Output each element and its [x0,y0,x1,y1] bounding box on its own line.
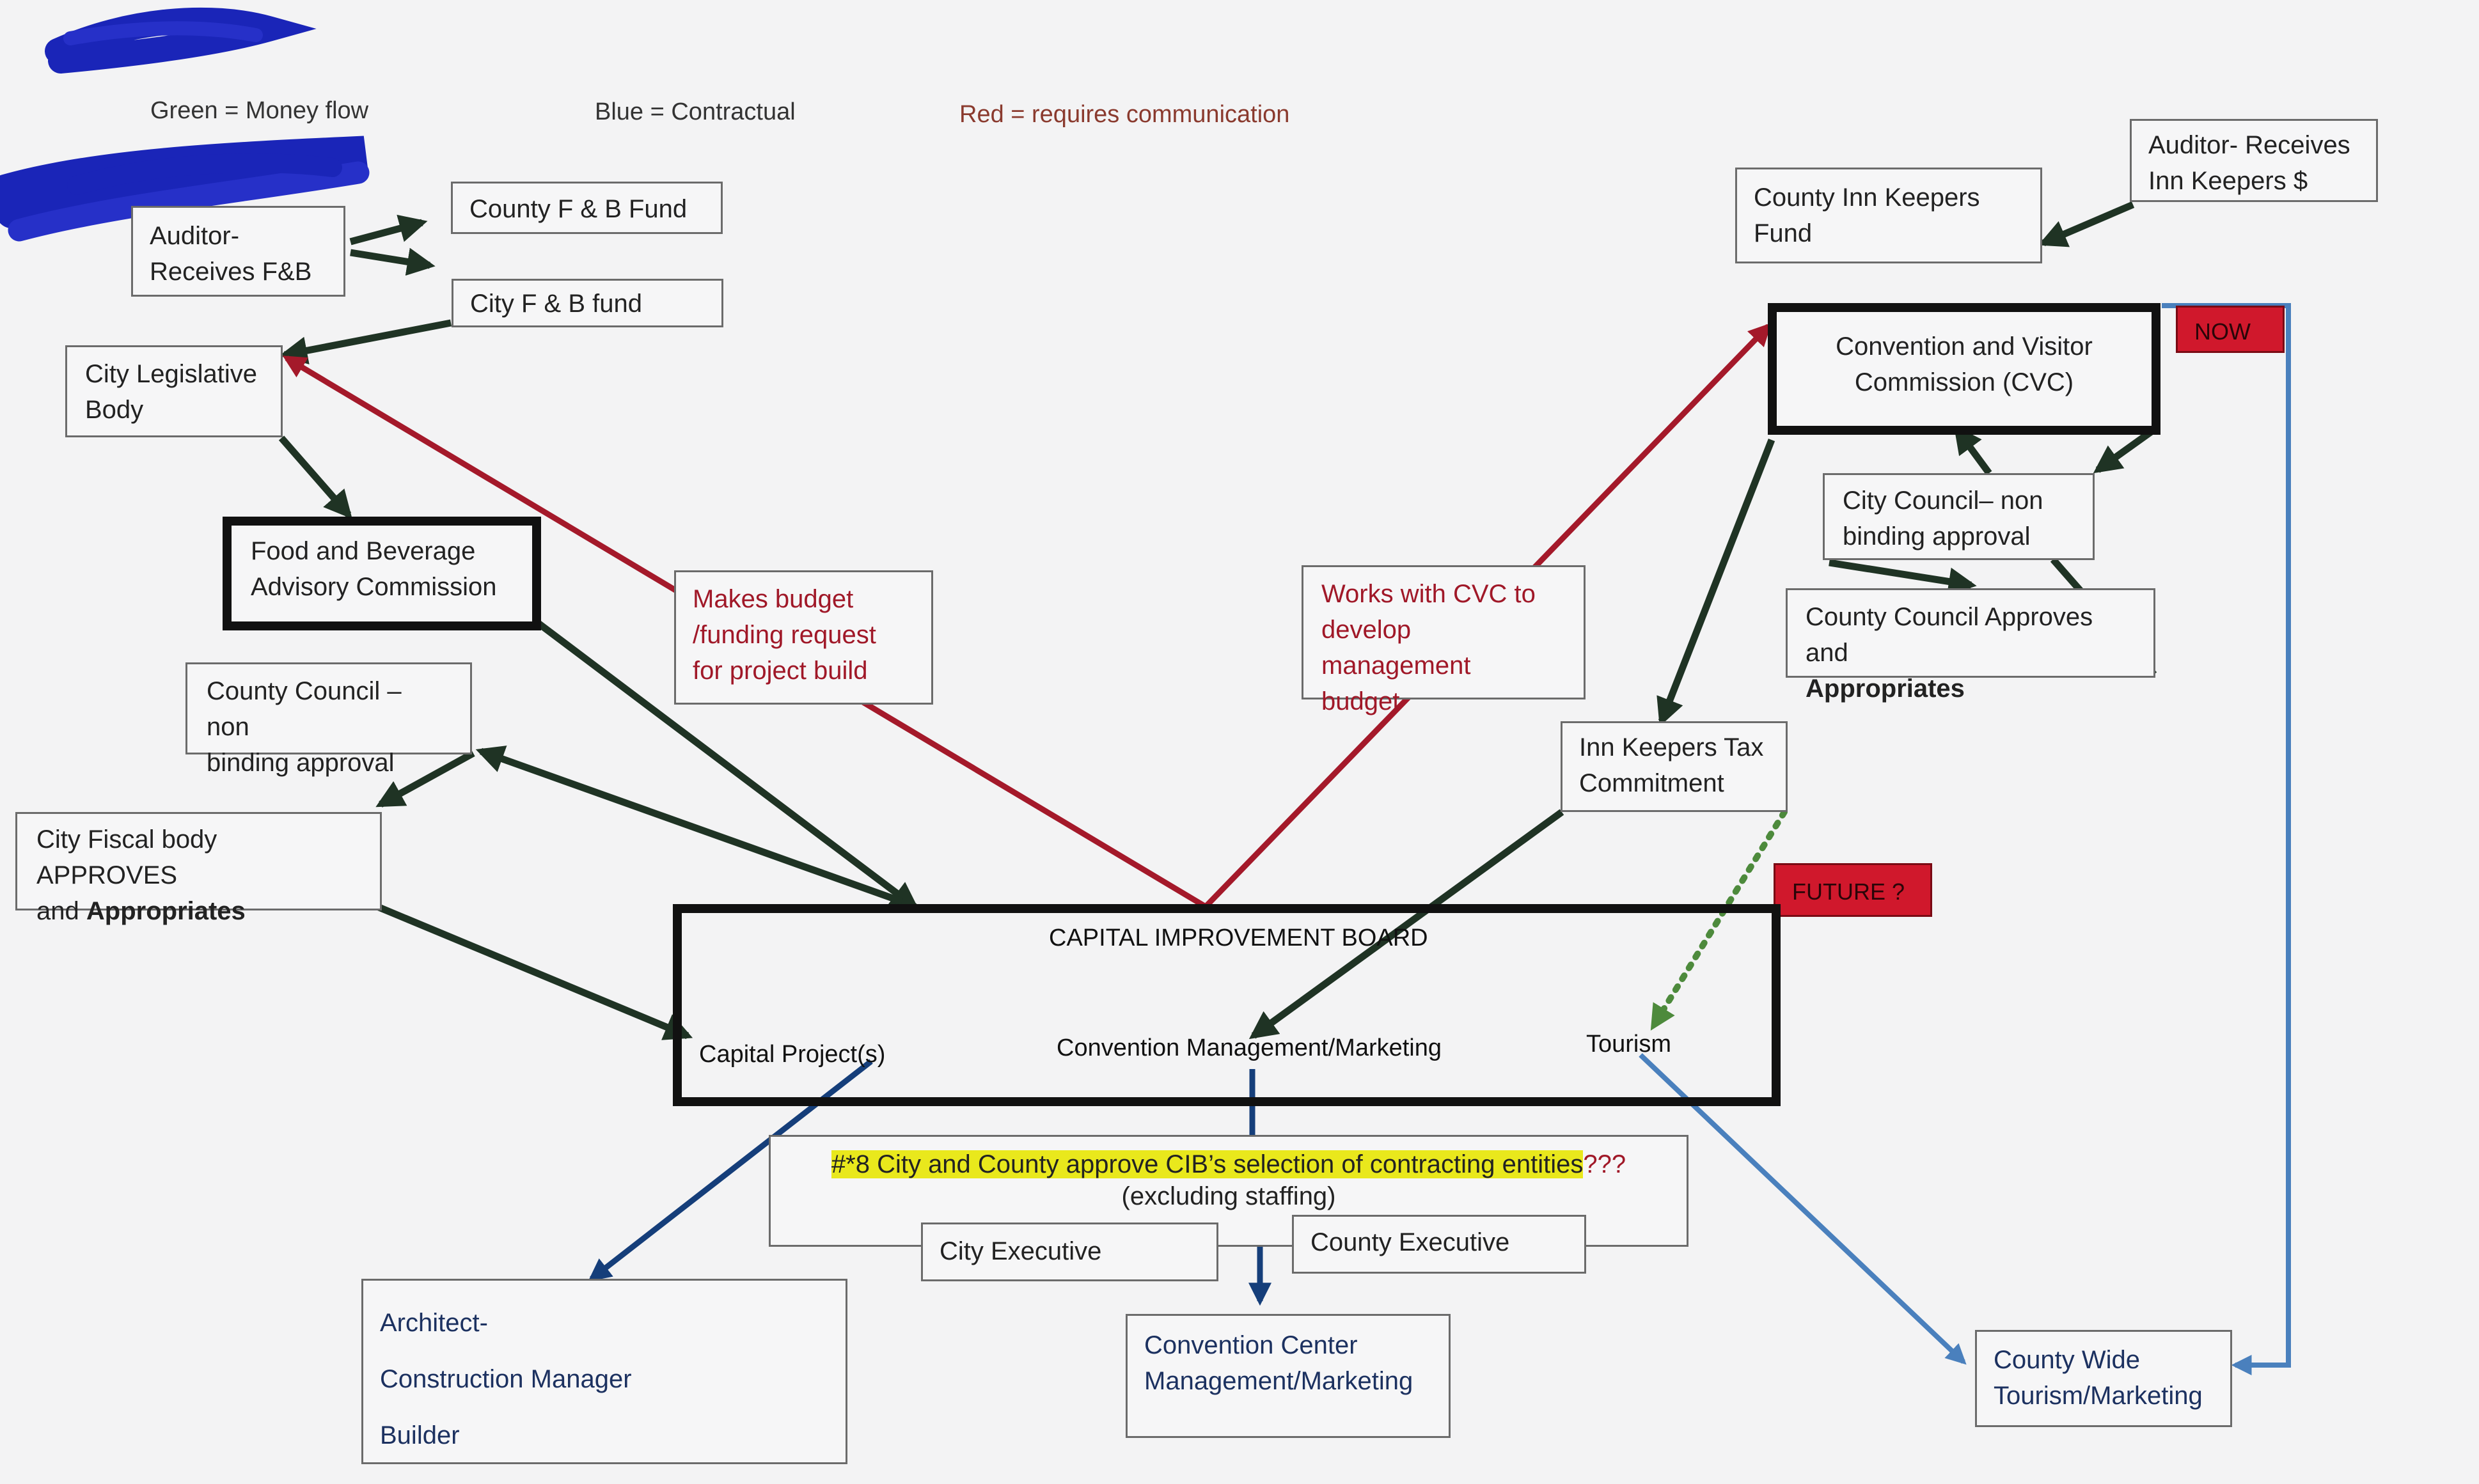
cib-tourism: Tourism [1586,1031,1672,1058]
works-cvc-line-3: budget [1321,687,1400,715]
county-innkeepers-line-2: Fund [1754,219,1813,247]
approve-highlight-text: #*8 City and County approve CIB’s select… [831,1150,1584,1178]
county-council-left-line-2: binding approval [207,749,395,777]
county-fb-fund-node: County F & B Fund [451,182,723,234]
fb-advisory-line-2: Advisory Commission [251,573,497,601]
city-legislative-line-1: City Legislative [85,360,258,388]
cvc-node: Convention and Visitor Commission (CVC) [1768,303,2160,435]
county-council-left-line-1: County Council – non [207,677,402,741]
city-council-right-node: City Council– non binding approval [1823,473,2095,560]
auditor-innkeepers-line-2: Inn Keepers $ [2148,167,2308,195]
city-legislative-node: City Legislative Body [65,345,283,437]
auditor-fb-line-2: Receives F&B [150,258,312,286]
county-wide-tourism-node: County Wide Tourism/Marketing [1975,1330,2232,1427]
future-tag: FUTURE ? [1774,863,1932,917]
innkeepers-tax-node: Inn Keepers Tax Commitment [1561,721,1788,812]
legend-money-flow: Green = Money flow [150,97,369,124]
convention-center-line-1: Convention Center [1144,1331,1358,1359]
county-council-left-node: County Council – non binding approval [185,662,472,777]
arrow-auditor-innkeepers-to-fund [2038,201,2135,247]
arrow-tourism-to-countywide [1639,1053,1967,1365]
innkeepers-tax-line-1: Inn Keepers Tax [1579,733,1764,762]
arrow-auditor-to-city-fund [350,247,436,276]
city-fiscal-line-2b: Appropriates [86,897,246,925]
approve-subtext: (excluding staffing) [1121,1182,1336,1210]
county-executive-node: County Executive [1292,1215,1586,1274]
arrow-cib-to-countycouncil [475,746,903,905]
county-council-right-line-2: Appropriates [1806,675,1965,703]
makes-budget-line-2: /funding request [693,621,876,649]
arrow-cityfund-to-legislative [279,319,452,364]
legend-communication: Red = requires communication [959,101,1290,128]
architect-line-2: Construction Manager [380,1365,632,1393]
arrow-fiscal-to-capital [375,903,693,1040]
redaction-scribble-top [45,7,317,74]
architect-node: Architect- Construction Manager Builder [361,1279,847,1464]
auditor-innkeepers-line-1: Auditor- Receives [2148,131,2350,159]
fb-advisory-line-1: Food and Beverage [251,537,476,565]
now-tag: NOW [2176,306,2285,353]
cib-capital-projects: Capital Project(s) [699,1041,886,1068]
county-innkeepers-fund-node: County Inn Keepers Fund [1735,168,2042,263]
county-innkeepers-line-1: County Inn Keepers [1754,184,1980,212]
arrow-cvc-to-countywide [2162,303,2291,1375]
county-council-right-node: County Council Approves and Appropriates [1786,588,2155,703]
approve-question-marks: ??? [1583,1150,1626,1178]
auditor-fb-node: Auditor- Receives F&B [131,206,345,297]
arrow-auditor-to-county-fund [349,214,428,246]
county-wide-line-2: Tourism/Marketing [1994,1382,2203,1410]
city-executive-label: City Executive [940,1237,1102,1265]
arrow-countycouncil-to-fiscal [375,750,475,808]
arrow-future-innkeepers-to-tourism [1650,809,1788,1031]
architect-line-3: Builder [380,1421,460,1449]
auditor-fb-line-1: Auditor- [150,222,240,250]
arrow-fbac-to-cib [536,620,920,910]
cib-title: CAPITAL IMPROVEMENT BOARD [1049,925,1428,951]
city-legislative-line-2: Body [85,396,144,424]
city-fiscal-node: City Fiscal body APPROVES and Appropriat… [15,812,382,925]
works-cvc-line-1: Works with CVC to [1321,580,1536,608]
arrow-cvc-to-innkeepers-tax [1657,438,1775,727]
city-fiscal-line-2a: and [36,897,79,925]
makes-budget-line-3: for project build [693,657,868,685]
arrow-innkeepers-to-convention [1248,809,1564,1040]
makes-budget-node: Makes budget /funding request for projec… [674,570,933,705]
cvc-line-2: Commission (CVC) [1854,368,2074,396]
arrow-cvc-to-citycouncil [2093,426,2157,474]
redaction-scribble-left [0,136,370,242]
convention-center-node: Convention Center Management/Marketing [1126,1314,1451,1438]
makes-budget-line-1: Makes budget [693,585,854,613]
county-council-right-line-1: County Council Approves and [1806,603,2093,667]
innkeepers-tax-line-2: Commitment [1579,769,1724,797]
city-fb-fund-label: City F & B fund [470,290,642,318]
cvc-line-1: Convention and Visitor [1836,332,2093,361]
city-executive-node: City Executive [921,1222,1218,1281]
arrow-citycouncil-to-cvc [1953,425,1992,476]
county-executive-label: County Executive [1310,1228,1510,1256]
convention-center-line-2: Management/Marketing [1144,1367,1413,1395]
arrow-legislative-to-fbac [278,435,352,519]
fb-advisory-commission-node: Food and Beverage Advisory Commission [223,517,541,630]
arrow-citycouncil-to-countycouncil [1829,559,1977,596]
legend-contractual: Blue = Contractual [595,98,796,125]
works-cvc-line-2: develop management [1321,616,1471,680]
architect-line-1: Architect- [380,1309,488,1337]
city-council-right-line-2: binding approval [1843,522,2031,551]
city-council-right-line-1: City Council– non [1843,487,2043,515]
works-with-cvc-node: Works with CVC to develop management bud… [1302,565,1586,715]
city-fiscal-line-1: City Fiscal body APPROVES [36,825,217,889]
county-wide-line-1: County Wide [1994,1346,2140,1374]
county-fb-fund-label: County F & B Fund [469,195,688,223]
cib-convention-management: Convention Management/Marketing [1057,1035,1442,1061]
cib-node [673,904,1781,1106]
auditor-innkeepers-node: Auditor- Receives Inn Keepers $ [2130,119,2378,202]
city-fb-fund-node: City F & B fund [452,279,723,327]
